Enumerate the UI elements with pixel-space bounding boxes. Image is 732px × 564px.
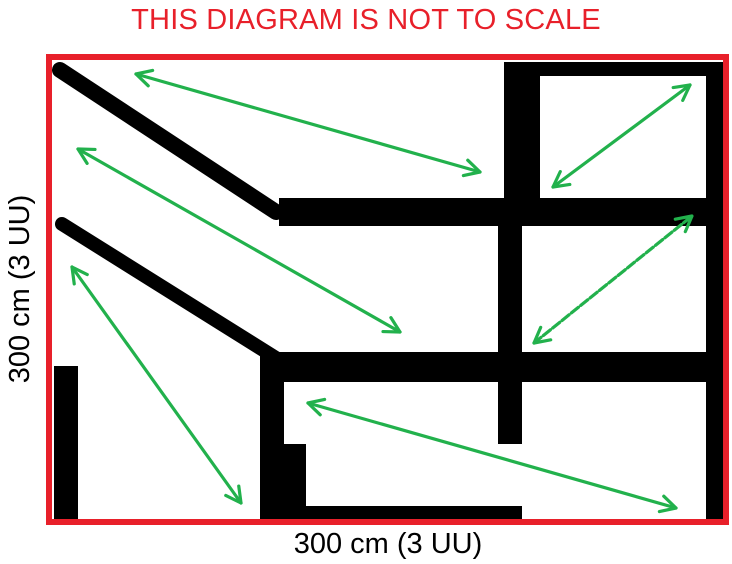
arrow-left-diagonal [76, 147, 402, 334]
wall-top-strip [504, 62, 724, 76]
diagram-title: THIS DIAGRAM IS NOT TO SCALE [131, 4, 601, 36]
wall-middle-horizontal [260, 352, 724, 382]
arrow-top-wide [134, 68, 482, 178]
wall-upper-horizontal [279, 198, 706, 226]
width-dimension-label: 300 cm (3 UU) [293, 528, 483, 560]
arrow-bottom-wide [306, 397, 678, 514]
outer-border [46, 54, 729, 525]
measure-arrows [70, 68, 694, 514]
wall-bottom-strip [260, 506, 522, 520]
wall-left-post [54, 366, 78, 520]
arrow-middle-right-room [532, 214, 694, 345]
height-dimension-label: 300 cm (3 UU) [4, 194, 36, 384]
wall-center-vertical [498, 198, 522, 444]
diagonal-walls [52, 62, 284, 365]
diagonal-wall-upper [52, 62, 284, 220]
wall-right-edge [706, 62, 724, 520]
arrow-lower-left [70, 265, 243, 505]
arrow-upper-right-room [551, 83, 692, 189]
wall-right-block-vertical [504, 62, 540, 198]
